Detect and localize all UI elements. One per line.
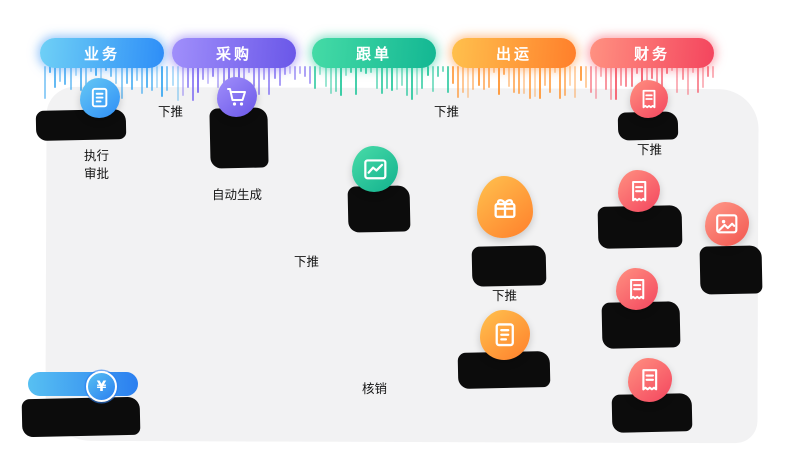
drip-line <box>115 66 118 85</box>
drip-line <box>625 66 628 88</box>
drip-line <box>569 66 572 86</box>
chart-icon <box>352 146 398 192</box>
drip-line <box>59 66 62 83</box>
node-label-ink <box>347 185 411 233</box>
edge-label-auto-generate: 自动生成 <box>212 187 263 202</box>
drip-line <box>441 66 444 73</box>
edge-label-push-down-1: 下推 <box>158 104 184 119</box>
tab-shipment[interactable]: 出运 <box>452 38 576 68</box>
drip-line <box>543 66 546 87</box>
edge-label-execute-approval: 执行 审批 <box>84 148 110 182</box>
tab-merchandising[interactable]: 跟单 <box>312 38 436 68</box>
drip-line <box>701 66 704 88</box>
drip-line <box>426 66 429 76</box>
drip-line <box>304 66 307 77</box>
drip-line <box>273 66 276 80</box>
drip-line <box>375 66 378 89</box>
receipt-icon <box>616 268 658 310</box>
drip-line <box>605 66 607 91</box>
drip-line <box>620 66 623 87</box>
drip-line <box>712 66 715 78</box>
yen-icon: ¥ <box>86 371 117 402</box>
node-label-ink <box>471 245 547 287</box>
drip-line <box>309 66 312 85</box>
drip-line <box>630 66 633 87</box>
drip-line <box>421 66 424 89</box>
drip-line <box>207 66 210 84</box>
edge-label-push-down-3: 下推 <box>294 254 320 269</box>
tab-business-label: 业务 <box>83 44 120 63</box>
tab-shipment-label: 出运 <box>495 44 532 63</box>
image-icon <box>705 202 749 246</box>
drip-line <box>452 66 454 84</box>
drip-line <box>135 66 138 81</box>
edge-label-push-down-5: 下推 <box>637 142 663 157</box>
drip-line <box>319 66 322 75</box>
drip-line <box>202 66 205 80</box>
node-label-ink <box>699 245 763 295</box>
drip-line <box>293 66 296 81</box>
drip-line <box>263 66 266 81</box>
drip-line <box>395 66 398 90</box>
drip-line <box>299 66 301 75</box>
edge-label-push-down-2: 下推 <box>434 104 460 119</box>
settlement-bar <box>28 372 138 396</box>
yen-symbol: ¥ <box>96 378 107 395</box>
tab-finance-label: 财务 <box>633 44 670 63</box>
tab-finance[interactable]: 财务 <box>590 38 714 68</box>
receipt-icon <box>628 358 672 402</box>
drip-line <box>508 66 511 87</box>
tab-merchandising-label: 跟单 <box>355 44 392 63</box>
drip-line <box>125 66 128 85</box>
tab-procurement-label: 采购 <box>215 44 252 63</box>
drip-line <box>54 66 57 88</box>
drip-line <box>477 66 480 87</box>
receipt-icon <box>618 170 660 212</box>
drip-line <box>472 66 475 90</box>
edge-label-write-off: 核销 <box>362 381 388 396</box>
drip-line <box>253 66 256 88</box>
drip-line <box>314 66 317 89</box>
node-label-ink <box>21 396 141 438</box>
drip-line <box>186 66 189 89</box>
drip-line <box>579 66 582 82</box>
gift-icon <box>477 176 533 238</box>
drip-line <box>584 66 587 89</box>
node-label-ink <box>35 109 127 141</box>
drip-line <box>324 66 327 87</box>
drip-line <box>278 66 281 87</box>
drip-line <box>64 66 67 85</box>
drip-line <box>44 66 46 99</box>
drip-line <box>385 66 388 90</box>
drip-line <box>681 66 684 81</box>
drip-line <box>707 66 709 77</box>
tab-business[interactable]: 业务 <box>40 38 164 68</box>
drip-line <box>487 66 490 88</box>
document-icon <box>80 78 120 118</box>
edge-label-push-down-4: 下推 <box>492 288 518 303</box>
document-icon <box>480 310 530 360</box>
drip-line <box>217 66 220 89</box>
drip-line <box>288 66 291 75</box>
drip-line <box>156 66 159 89</box>
tab-procurement[interactable]: 采购 <box>172 38 296 68</box>
drip-line <box>436 66 439 77</box>
drip-line <box>482 66 485 91</box>
drip-line <box>146 66 148 88</box>
drip-line <box>171 66 174 87</box>
drip-line <box>401 66 403 86</box>
